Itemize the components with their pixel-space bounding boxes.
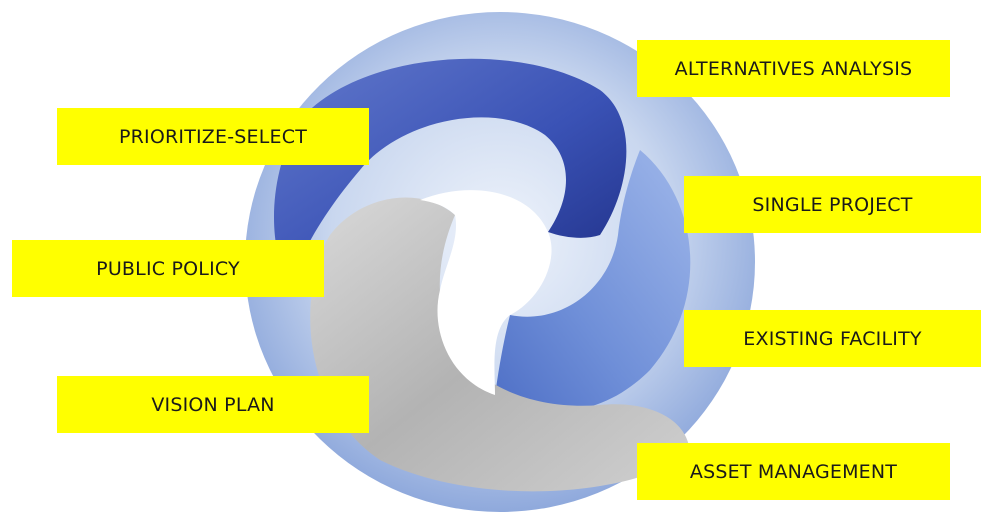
label-asset-management: ASSET MANAGEMENT [637,443,950,500]
swirl-mid-blue-segment [495,150,691,412]
swirl-gray-segment [310,197,690,492]
label-existing-facility: EXISTING FACILITY [684,310,981,367]
label-vision-plan: VISION PLAN [57,376,369,433]
center-hole [420,190,552,395]
label-prioritize-select: PRIORITIZE-SELECT [57,108,369,165]
label-alternatives-analysis: ALTERNATIVES ANALYSIS [637,40,950,97]
label-single-project: SINGLE PROJECT [684,176,981,233]
label-public-policy: PUBLIC POLICY [12,240,324,297]
